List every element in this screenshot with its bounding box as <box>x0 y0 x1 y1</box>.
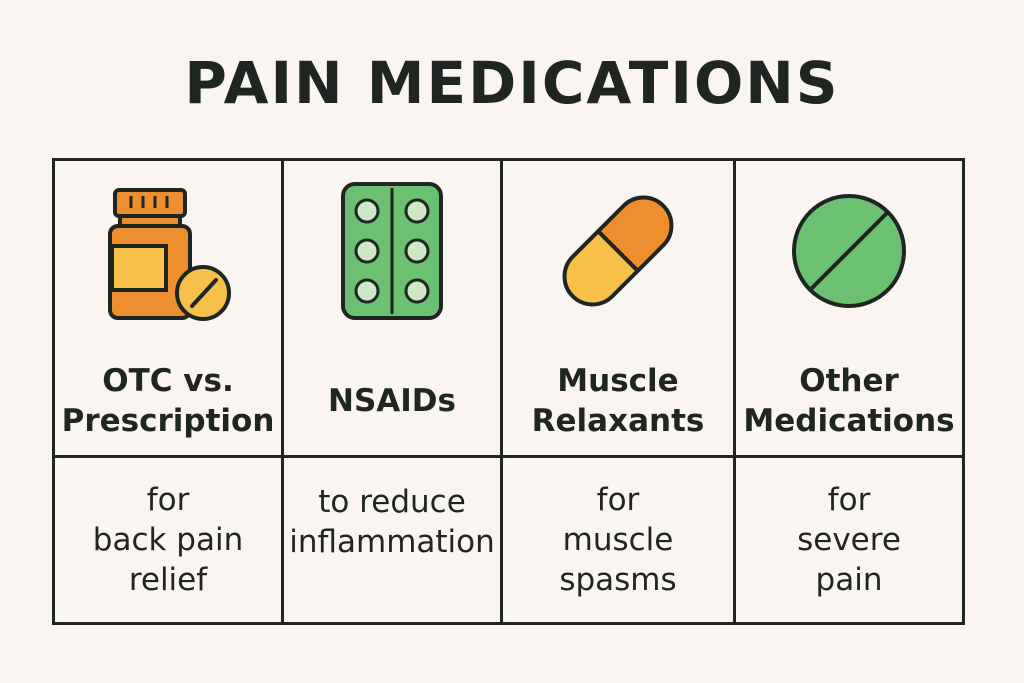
category-name: Other Medications <box>743 363 955 439</box>
category-description: to reduce inflammation <box>289 484 495 560</box>
category-cell-other: Other Medications <box>736 161 962 458</box>
description-cell-otc: for back pain relief <box>55 458 284 622</box>
capsule-icon <box>503 161 733 341</box>
medication-table: OTC vs. Prescription NSAIDs <box>52 158 965 625</box>
description-cell-other: for severe pain <box>736 458 962 622</box>
pill-bottle-icon <box>55 161 281 341</box>
round-tablet-icon <box>736 161 962 341</box>
category-name: OTC vs. Prescription <box>61 363 275 439</box>
category-description: for severe pain <box>797 482 901 598</box>
category-description: for back pain relief <box>92 482 244 598</box>
category-cell-muscle-relaxants: Muscle Relaxants <box>503 161 736 458</box>
category-name: NSAIDs <box>328 383 456 419</box>
category-cell-otc: OTC vs. Prescription <box>55 161 284 458</box>
description-cell-muscle-relaxants: for muscle spasms <box>503 458 736 622</box>
blister-pack-icon <box>284 161 500 341</box>
category-description: for muscle spasms <box>559 482 677 598</box>
page-title: PAIN MEDICATIONS <box>184 49 840 117</box>
category-cell-nsaids: NSAIDs <box>284 161 503 458</box>
category-name: Muscle Relaxants <box>531 363 705 439</box>
description-cell-nsaids: to reduce inflammation <box>284 458 503 622</box>
